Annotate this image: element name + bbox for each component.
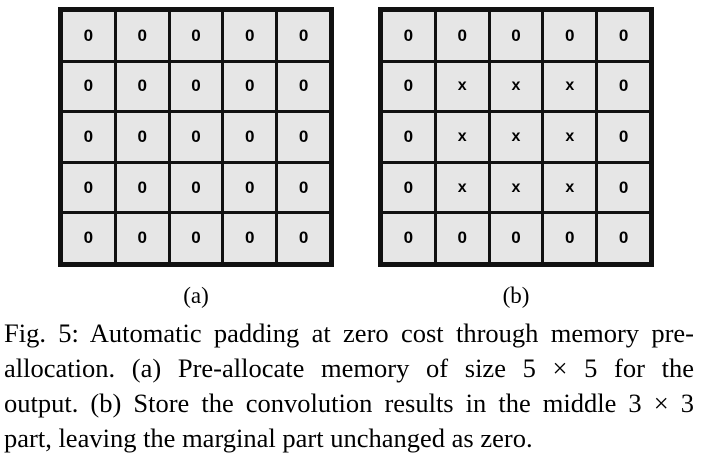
grid-b-cell: 0 <box>598 214 649 262</box>
grid-b-cell: x <box>544 62 596 111</box>
grid-a-cell: 0 <box>116 12 168 60</box>
grid-b-cell: x <box>436 113 488 161</box>
grid-b-cell: 0 <box>383 113 434 161</box>
grid-a-cell: 0 <box>224 214 276 262</box>
grid-b-cell: x <box>490 163 542 212</box>
grid-a-cell: 0 <box>278 214 329 262</box>
grid-b-cell: 0 <box>598 12 649 60</box>
grid-a-cell: 0 <box>224 62 276 111</box>
grid-b-cell: 0 <box>436 12 488 60</box>
grid-b-cell: x <box>490 113 542 161</box>
subfigure-label-b: (b) <box>502 283 530 308</box>
caption-line: part, leaving the marginal part unchange… <box>4 423 533 453</box>
grid-a-cell: 0 <box>116 113 168 161</box>
grid-b-cell: 0 <box>383 12 434 60</box>
grid-b-cell: x <box>490 62 542 111</box>
grid-b-cell: 0 <box>383 62 434 111</box>
grid-a-cell: 0 <box>170 12 222 60</box>
grid-b-cell: x <box>544 163 596 212</box>
grid-b-cell: 0 <box>490 214 542 262</box>
grid-a-cell: 0 <box>170 62 222 111</box>
grid-a-cell: 0 <box>63 12 114 60</box>
grid-a-cell: 0 <box>278 12 329 60</box>
grid-a-cell: 0 <box>63 163 114 212</box>
grid-b-cell: 0 <box>383 163 434 212</box>
grid-a-cell: 0 <box>170 113 222 161</box>
caption-line: allocation. (a) Pre-allocate memory of s… <box>4 353 694 383</box>
grid-a-cell: 0 <box>170 214 222 262</box>
grid-a-cell: 0 <box>278 62 329 111</box>
grid-a-cell: 0 <box>224 163 276 212</box>
grid-a-cell: 0 <box>278 113 329 161</box>
grid-b-cell: x <box>544 113 596 161</box>
grid-a-cell: 0 <box>116 163 168 212</box>
grid-b-cell: 0 <box>598 62 649 111</box>
grid-a-cell: 0 <box>224 12 276 60</box>
grid-a-cell: 0 <box>224 113 276 161</box>
grid-b-cell: x <box>436 62 488 111</box>
grid-b-cell: x <box>436 163 488 212</box>
grid-a-cell: 0 <box>116 214 168 262</box>
grid-a-cell: 0 <box>63 113 114 161</box>
grid-b-cell: 0 <box>544 12 596 60</box>
caption-line: Fig. 5: Automatic padding at zero cost t… <box>4 318 694 348</box>
grid-b-cell: 0 <box>490 12 542 60</box>
grid-b-cell: 0 <box>383 214 434 262</box>
caption-line: output. (b) Store the convolution result… <box>4 388 694 418</box>
figure-caption: Fig. 5: Automatic padding at zero cost t… <box>4 316 694 456</box>
grid-b-cell: 0 <box>544 214 596 262</box>
grid-a-cell: 0 <box>116 62 168 111</box>
grid-a-cell: 0 <box>63 214 114 262</box>
grid-b-cell: 0 <box>598 113 649 161</box>
grid-a-cell: 0 <box>63 62 114 111</box>
subfigure-label-a: (a) <box>183 283 209 308</box>
grid-a-cell: 0 <box>278 163 329 212</box>
grid-a-cell: 0 <box>170 163 222 212</box>
grid-b-cell: 0 <box>598 163 649 212</box>
grid-b-cell: 0 <box>436 214 488 262</box>
